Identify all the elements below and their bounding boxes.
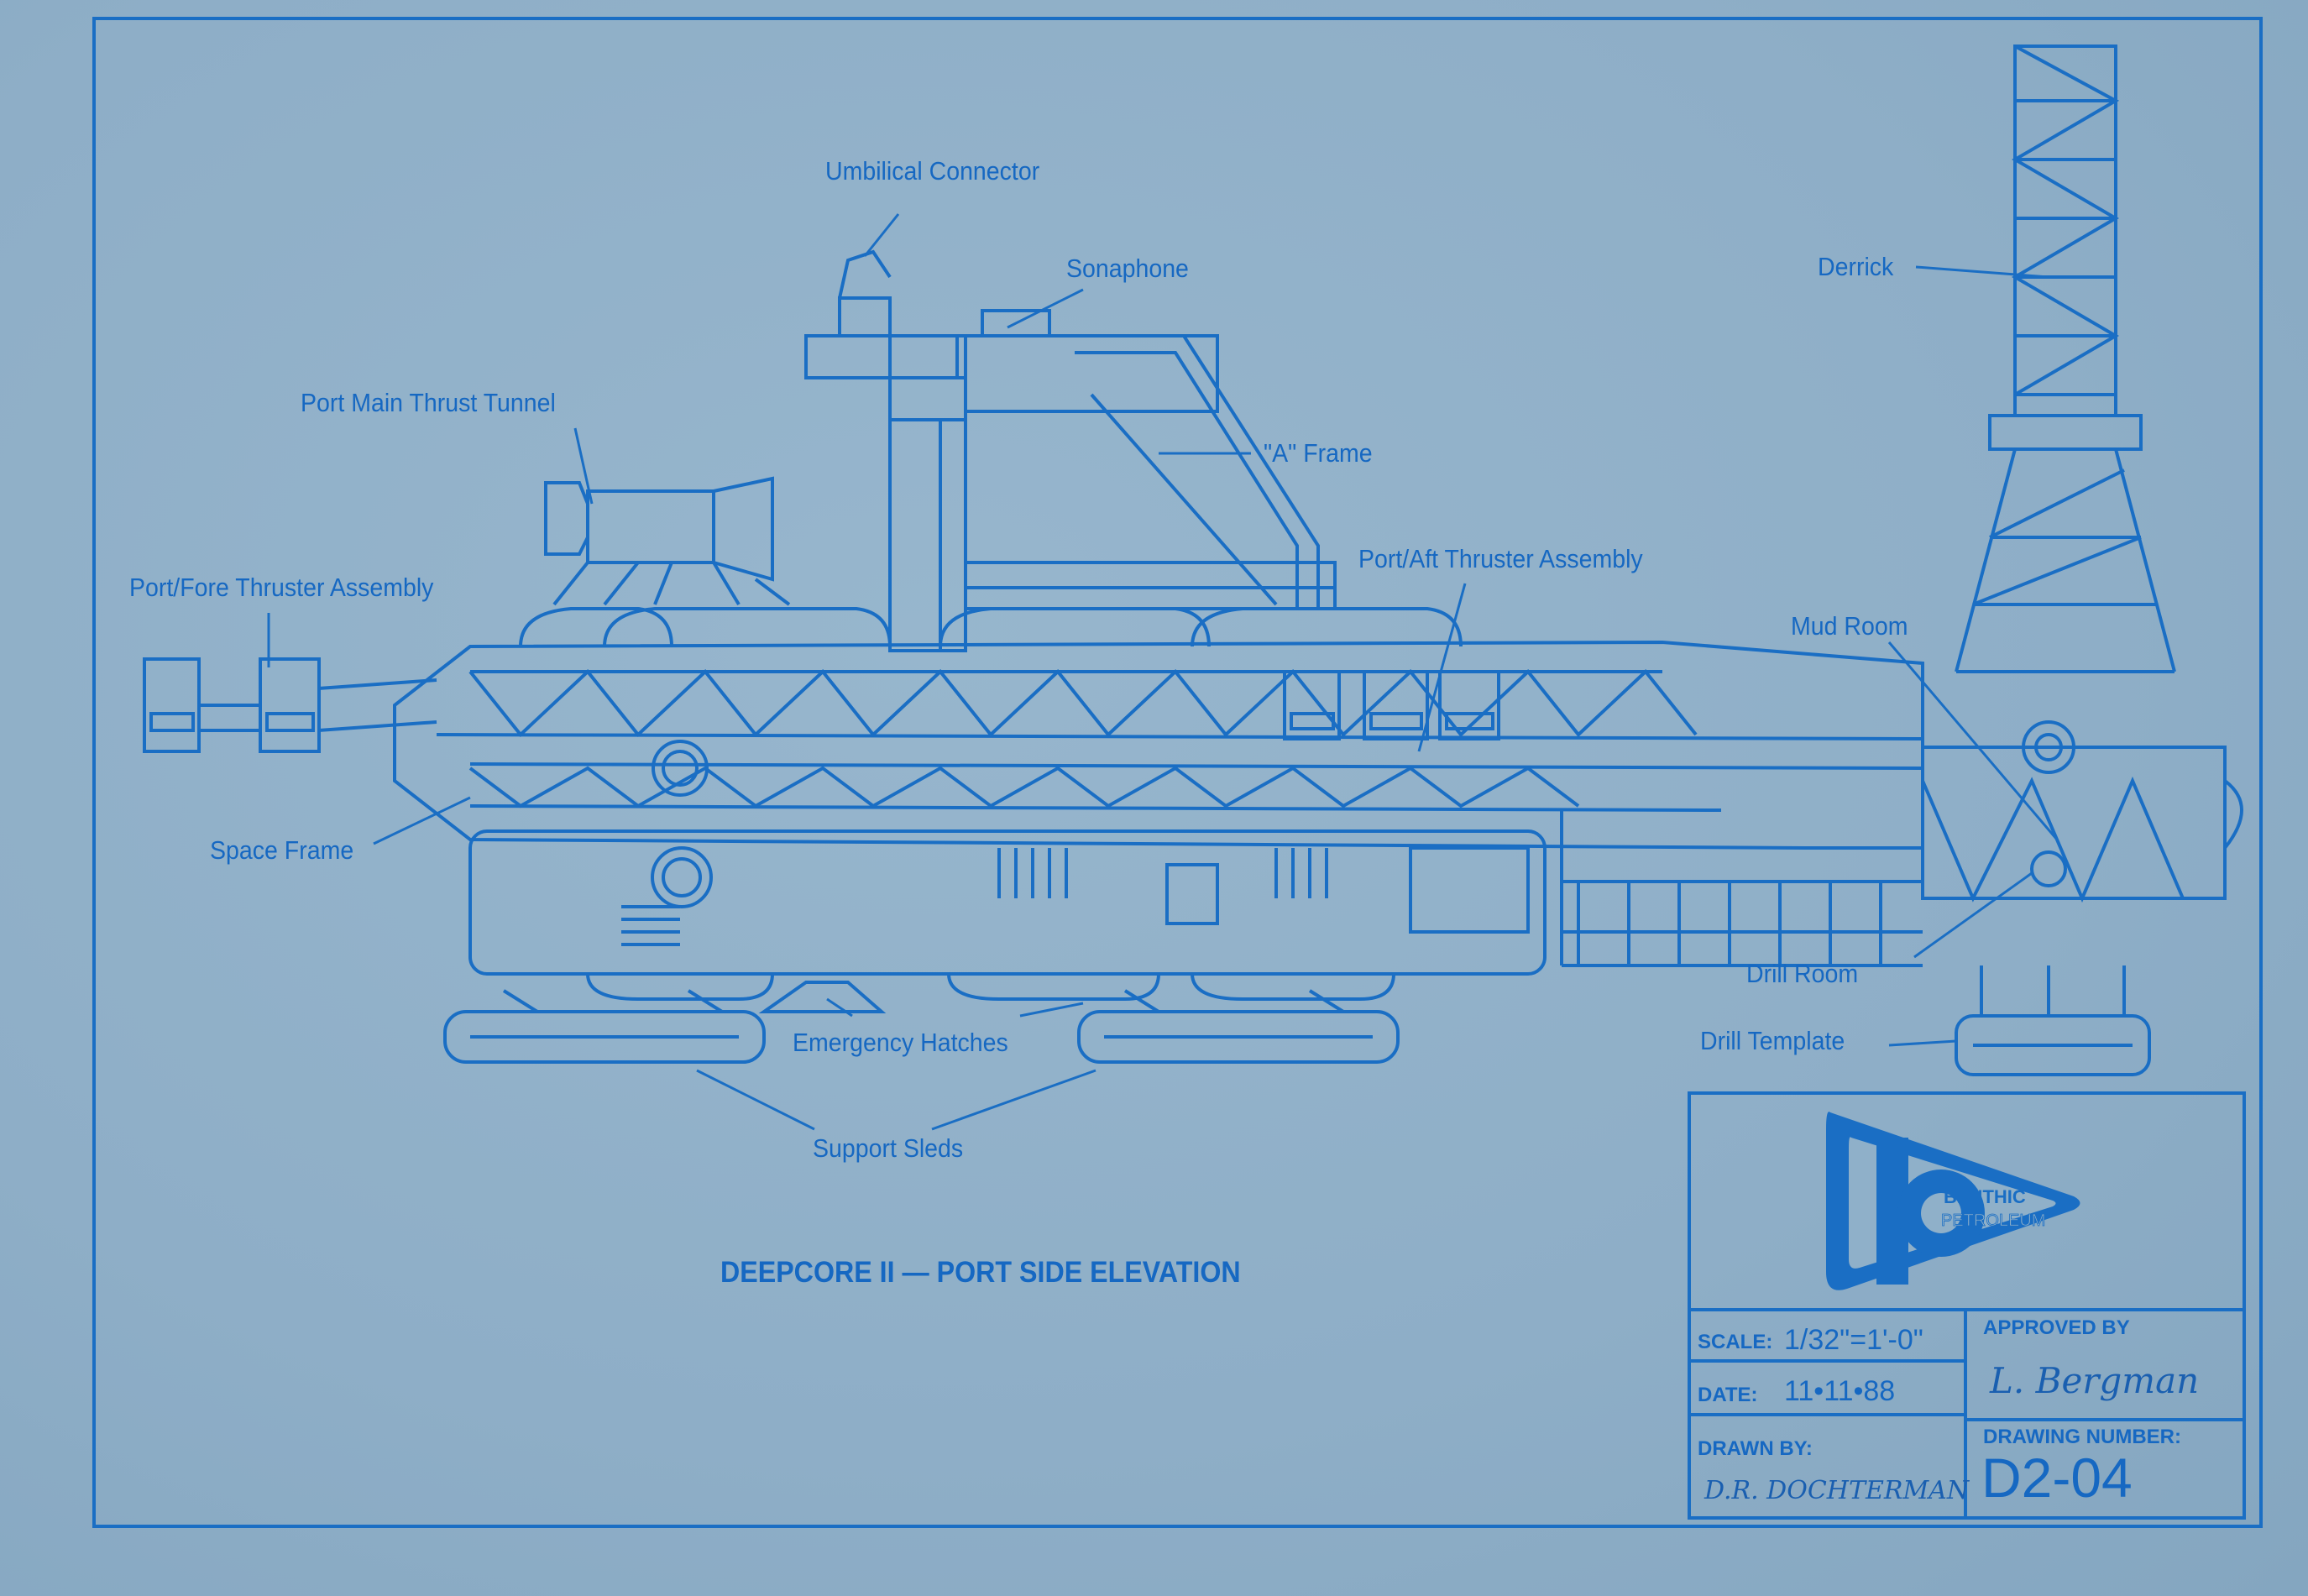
drawing-number-cell (1964, 1418, 2246, 1520)
date-value: 11•11•88 (1784, 1375, 1896, 1407)
port-fore-thruster-drawing (143, 657, 437, 753)
drill-template-drawing (1955, 965, 2151, 1076)
drawn-by-signature: D.R. DOCHTERMAN (1704, 1476, 1970, 1505)
drill-room-label: Drill Room (1746, 959, 1859, 988)
logo-petroleum-text: PETROLEUM (1941, 1211, 2045, 1230)
scale-value: 1/32"=1'-0" (1784, 1324, 1923, 1356)
port-fore-thruster-assembly-label: Port/Fore Thruster Assembly (129, 573, 434, 602)
a-frame-drawing (804, 249, 1337, 652)
approved-by-signature: L. Bergman (1990, 1360, 2200, 1401)
support-sleds-drawing (443, 981, 1400, 1064)
derrick-drawing (1921, 44, 2243, 903)
scale-label: SCALE: (1698, 1331, 1773, 1353)
port-main-thrust-tunnel-label: Port Main Thrust Tunnel (301, 388, 556, 417)
drawing-number-value: D2-04 (1981, 1447, 2133, 1509)
logo-benthic-text: BENTHIC (1944, 1186, 2026, 1207)
approved-by-label: APPROVED BY (1983, 1316, 2130, 1339)
port-aft-thruster-assembly-label: Port/Aft Thruster Assembly (1358, 544, 1643, 573)
sonaphone-label: Sonaphone (1066, 254, 1189, 283)
port-aft-thruster-drawing (1283, 670, 1500, 740)
umbilical-connector-label: Umbilical Connector (825, 156, 1040, 186)
drawing-number-label: DRAWING NUMBER: (1983, 1426, 2181, 1448)
drawing-border (92, 17, 2263, 1528)
derrick-label: Derrick (1818, 252, 1894, 281)
mud-room-label: Mud Room (1791, 611, 1908, 641)
hull-modules-drawing (468, 607, 1547, 1001)
benthic-petroleum-logo: BENTHIC PETROLEUM (1826, 1112, 2080, 1290)
space-frame-label: Space Frame (210, 835, 354, 865)
drawn-by-label: DRAWN BY: (1698, 1437, 1813, 1460)
drill-template-label: Drill Template (1700, 1026, 1845, 1055)
port-main-thrust-tunnel-drawing (544, 476, 791, 606)
space-frame-drawing (393, 640, 1924, 967)
date-label: DATE: (1698, 1384, 1758, 1406)
emergency-hatches-label: Emergency Hatches (793, 1028, 1008, 1057)
support-sleds-label: Support Sleds (813, 1133, 964, 1163)
drawing-caption: DEEPCORE II — PORT SIDE ELEVATION (720, 1256, 1241, 1289)
leader-lines (267, 213, 2059, 1131)
a-frame-label: "A" Frame (1264, 438, 1373, 468)
